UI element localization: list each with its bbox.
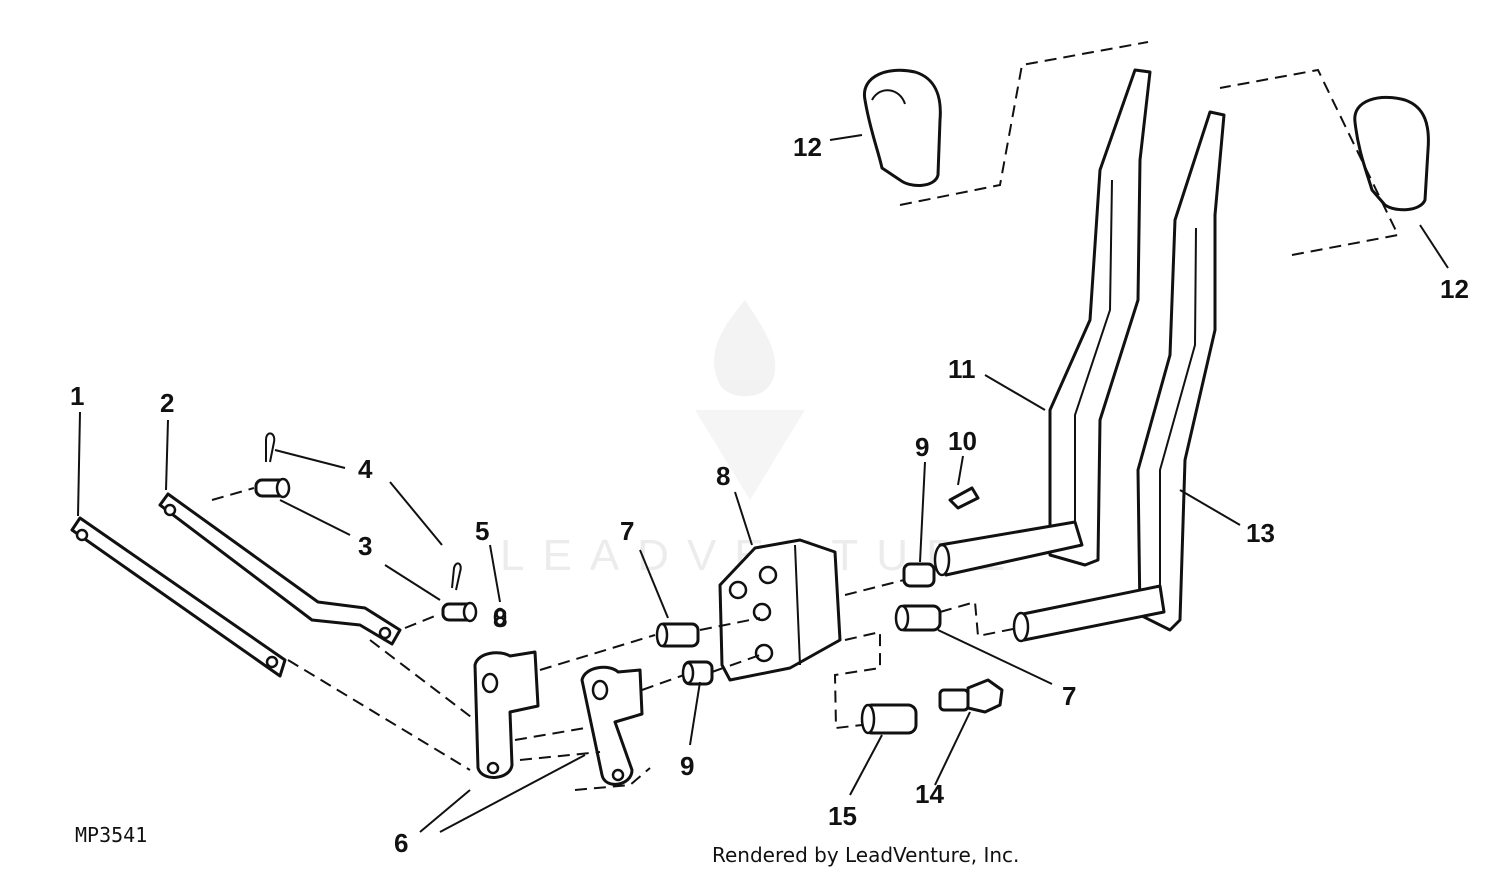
assembly-lines: [211, 41, 1400, 791]
callout-1: 1: [70, 381, 84, 411]
callout-9-upper: 9: [915, 432, 929, 462]
part-6-arm-left: [473, 607, 540, 779]
callout-5: 5: [475, 516, 489, 546]
part-14-bolt: [938, 678, 1004, 714]
callout-15: 15: [828, 801, 857, 831]
callout-12-left: 12: [793, 132, 822, 162]
part-15-spacer: [860, 703, 918, 735]
leader-lines: [77, 134, 1449, 833]
callout-7-left: 7: [620, 516, 634, 546]
part-12-knob-left: [863, 68, 942, 187]
callout-12-right: 12: [1440, 274, 1469, 304]
callout-7-right: 7: [1062, 681, 1076, 711]
part-10-key: [948, 486, 980, 510]
part-4-cotter-pin-lower: [451, 562, 462, 591]
callout-11: 11: [948, 354, 976, 384]
callout-10: 10: [948, 426, 977, 456]
callout-6: 6: [394, 828, 408, 858]
watermark-logo: [695, 300, 805, 500]
part-8-mounting-block: [718, 538, 842, 682]
part-4-cotter-pin-upper: [265, 432, 276, 463]
part-2-rod: [158, 492, 402, 646]
callout-3: 3: [358, 531, 372, 561]
part-3-pin-upper: [254, 477, 291, 499]
callout-14: 14: [915, 779, 944, 809]
figure-code: MP3541: [75, 823, 147, 847]
callout-8-pin: 8: [493, 603, 507, 633]
part-12-knob-right: [1353, 95, 1430, 212]
part-6-arm-right: [580, 665, 644, 786]
part-7-bushing-left: [655, 622, 700, 648]
part-11-lever: [933, 68, 1152, 577]
callout-13: 13: [1246, 518, 1275, 548]
part-3-pin-lower: [441, 601, 478, 623]
part-9-washer-lower: [681, 660, 714, 686]
callout-2: 2: [160, 388, 174, 418]
part-7-bushing-right: [894, 604, 942, 632]
callout-4: 4: [358, 454, 373, 484]
part-9-washer-upper: [902, 562, 936, 588]
callout-9-lower: 9: [680, 751, 694, 781]
callout-8-block: 8: [716, 461, 730, 491]
part-13-lever: [1012, 110, 1226, 643]
credit-text: Rendered by LeadVenture, Inc.: [712, 843, 1019, 867]
part-1-rod: [70, 516, 287, 678]
